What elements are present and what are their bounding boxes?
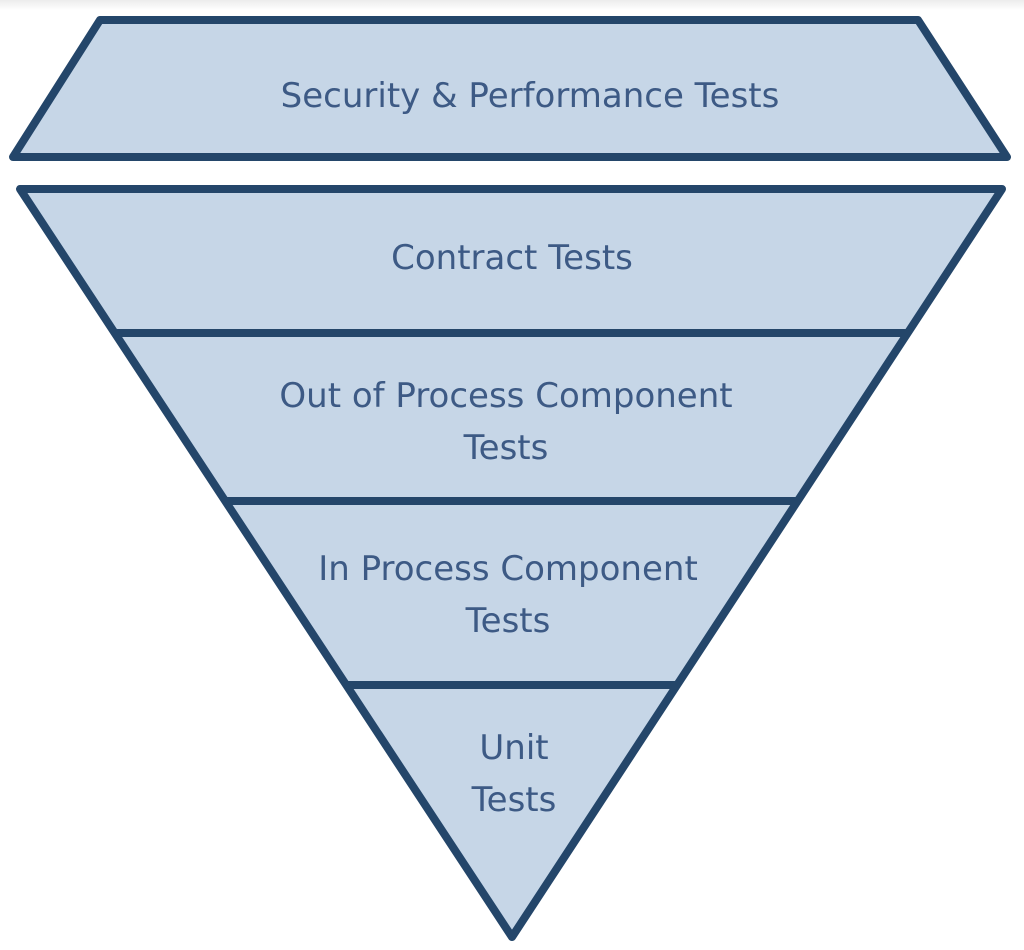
- out-of-process-label-line2: Tests: [463, 428, 549, 468]
- in-process-label-line1: In Process Component: [318, 549, 698, 589]
- out-of-process-label-line1: Out of Process Component: [279, 376, 733, 416]
- in-process-label-line2: Tests: [465, 601, 551, 641]
- top-shadow: [0, 0, 1024, 10]
- unit-tests-label-line1: Unit: [479, 728, 549, 768]
- security-performance-label: Security & Performance Tests: [280, 76, 780, 116]
- security-performance-band: [9, 16, 1011, 161]
- inverted-pyramid: [16, 185, 1006, 941]
- contract-tests-label: Contract Tests: [391, 238, 633, 278]
- unit-tests-label-line2: Tests: [471, 780, 557, 820]
